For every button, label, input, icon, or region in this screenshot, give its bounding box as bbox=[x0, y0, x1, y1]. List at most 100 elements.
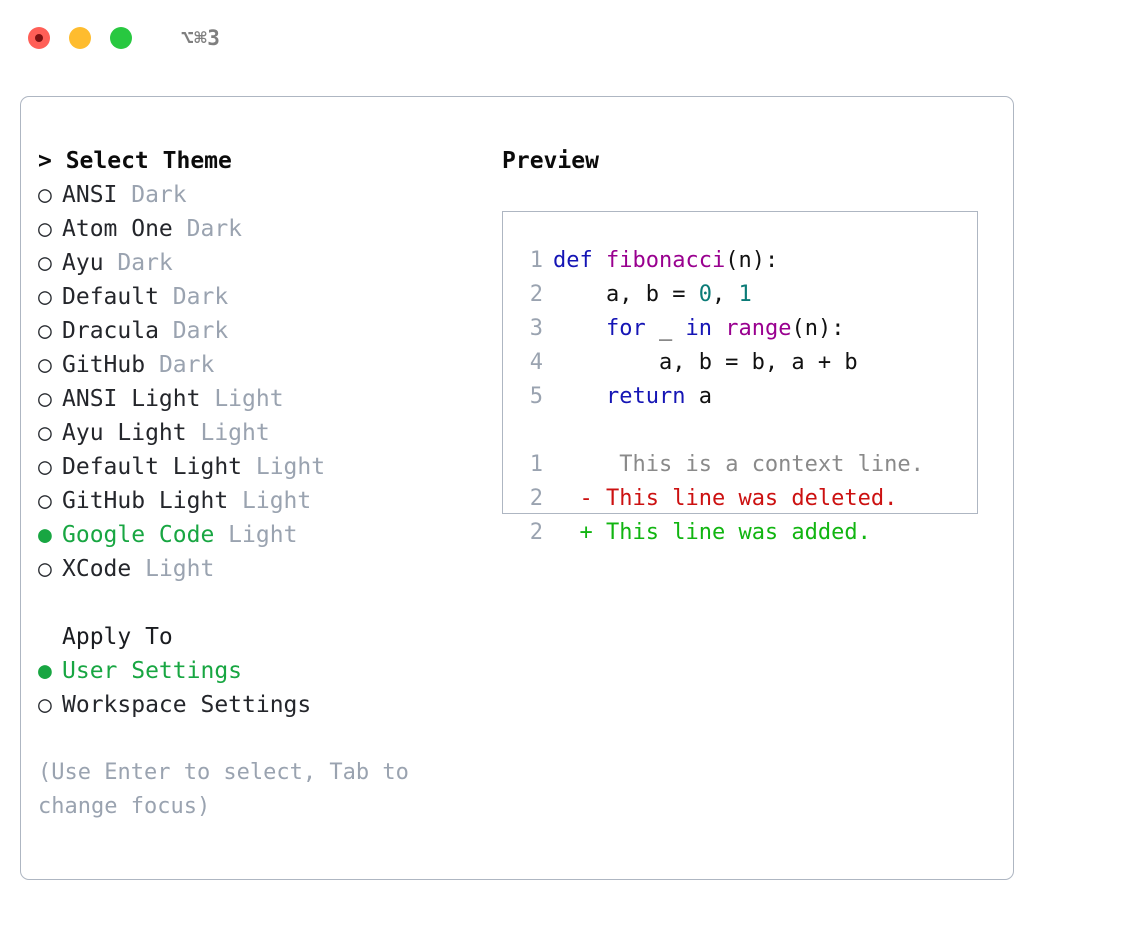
diff-sign: + bbox=[553, 520, 593, 545]
theme-list-item[interactable]: ○Atom One Dark bbox=[38, 212, 478, 246]
theme-variant-label: Light bbox=[228, 488, 312, 514]
theme-name-label: ANSI Light bbox=[62, 386, 201, 412]
line-number: 4 bbox=[529, 350, 543, 375]
theme-name-label: Google Code bbox=[62, 522, 215, 548]
code-diff-gap bbox=[517, 414, 977, 448]
code-token: (n): bbox=[791, 316, 845, 341]
theme-list-item[interactable]: ○ ANSI Dark bbox=[38, 178, 478, 212]
theme-picker-column: > Select Theme ○ANSI Dark○Atom One Dark○… bbox=[38, 144, 478, 824]
diff-sign bbox=[553, 452, 593, 477]
theme-variant-label: Dark bbox=[103, 250, 173, 276]
diff-sample: 1 This is a context line. 2 - This line w… bbox=[517, 448, 977, 550]
theme-list-item[interactable]: ○ Default Light Light bbox=[38, 450, 478, 484]
list-spacer bbox=[38, 586, 478, 620]
code-token bbox=[553, 384, 606, 409]
theme-variant-label: Light bbox=[200, 386, 284, 412]
window-controls bbox=[28, 27, 132, 49]
line-number: 5 bbox=[529, 384, 543, 409]
radio-unselected-icon: ○ bbox=[38, 454, 52, 480]
theme-variant-label: Dark bbox=[172, 216, 243, 242]
theme-list-item[interactable]: ○ ANSI Light Light bbox=[38, 382, 478, 416]
apply-to-header-marker: ○ bbox=[38, 620, 62, 654]
radio-unselected-icon: ○ bbox=[38, 386, 52, 412]
theme-list-item[interactable]: ○GitHub Dark bbox=[38, 348, 478, 382]
theme-name-label: ANSI bbox=[62, 182, 118, 208]
radio-unselected-icon: ○ bbox=[38, 488, 52, 514]
theme-variant-label: Light bbox=[186, 420, 270, 446]
theme-list: ○ANSI Dark○Atom One Dark○Ayu Dark○Defaul… bbox=[38, 178, 478, 586]
diff-text: This line was added. bbox=[592, 520, 871, 545]
code-token: a, b = bbox=[553, 282, 699, 307]
line-number: 2 bbox=[529, 282, 543, 307]
maximize-button-icon[interactable] bbox=[110, 27, 132, 49]
code-token bbox=[712, 316, 725, 341]
theme-name-label: GitHub bbox=[62, 352, 146, 378]
radio-unselected-icon: ○ bbox=[38, 692, 52, 718]
theme-name-label: Default bbox=[62, 284, 159, 310]
keyboard-shortcut-label: ⌥⌘3 bbox=[181, 25, 221, 50]
apply-to-list-item[interactable]: ● User Settings bbox=[38, 654, 478, 688]
theme-list-item[interactable]: ○Ayu Dark bbox=[38, 246, 478, 280]
code-token: a, b = b, a + b bbox=[553, 350, 858, 375]
select-theme-header: > Select Theme bbox=[38, 148, 232, 174]
keyboard-hint: (Use Enter to select, Tab to change focu… bbox=[38, 760, 409, 819]
code-line: 5 return a bbox=[517, 380, 977, 414]
code-token: (n): bbox=[725, 248, 779, 273]
theme-name-label: Ayu Light bbox=[62, 420, 187, 446]
code-line: 4 a, b = b, a + b bbox=[517, 346, 977, 380]
code-line: 2 a, b = 0, 1 bbox=[517, 278, 977, 312]
apply-to-header-label: Apply To bbox=[62, 624, 173, 650]
code-token: 1 bbox=[738, 282, 752, 307]
apply-to-label: Workspace Settings bbox=[62, 692, 312, 718]
radio-unselected-icon: ○ bbox=[38, 284, 52, 310]
theme-list-item[interactable]: ○GitHub Light Light bbox=[38, 484, 478, 518]
theme-name-label: Dracula bbox=[62, 318, 159, 344]
close-button-icon[interactable] bbox=[28, 27, 50, 49]
apply-to-header: ○Apply To bbox=[38, 620, 478, 654]
theme-list-item[interactable]: ○XCode Light bbox=[38, 552, 478, 586]
radio-selected-icon: ● bbox=[38, 658, 52, 684]
radio-unselected-icon: ○ bbox=[38, 556, 52, 582]
theme-variant-label: Dark bbox=[117, 182, 187, 208]
theme-list-item[interactable]: ○ Ayu Light Light bbox=[38, 416, 478, 450]
panel-columns: > Select Theme ○ANSI Dark○Atom One Dark○… bbox=[21, 97, 1013, 879]
theme-name-label: XCode bbox=[62, 556, 132, 582]
preview-title: Preview bbox=[502, 148, 599, 174]
diff-text: This line was deleted. bbox=[592, 486, 898, 511]
radio-unselected-icon: ○ bbox=[38, 182, 52, 208]
theme-name-label: Ayu bbox=[62, 250, 104, 276]
theme-name-label: Atom One bbox=[62, 216, 173, 242]
radio-selected-icon: ● bbox=[38, 522, 52, 548]
line-number: 1 bbox=[529, 248, 543, 273]
code-token: fibonacci bbox=[605, 248, 726, 273]
code-token: range bbox=[725, 316, 792, 341]
theme-list-item[interactable]: ● Google Code Light bbox=[38, 518, 478, 552]
apply-to-list: ● User Settings ○ Workspace Settings bbox=[38, 654, 478, 722]
code-token: return bbox=[605, 384, 686, 409]
theme-list-item[interactable]: ○ Default Dark bbox=[38, 280, 478, 314]
minimize-button-icon[interactable] bbox=[69, 27, 91, 49]
theme-list-item[interactable]: ○Dracula Dark bbox=[38, 314, 478, 348]
theme-name-label: Default Light bbox=[62, 454, 243, 480]
content-panel: > Select Theme ○ANSI Dark○Atom One Dark○… bbox=[20, 96, 1014, 880]
diff-line: 2 - This line was deleted. bbox=[517, 482, 977, 516]
radio-unselected-icon: ○ bbox=[38, 420, 52, 446]
line-number: 1 bbox=[529, 452, 543, 477]
theme-variant-label: Light bbox=[242, 454, 326, 480]
title-bar: ⌥⌘3 bbox=[0, 0, 1140, 76]
apply-to-list-item[interactable]: ○ Workspace Settings bbox=[38, 688, 478, 722]
line-number: 3 bbox=[529, 316, 543, 341]
theme-variant-label: Dark bbox=[158, 284, 229, 310]
theme-variant-label: Light bbox=[214, 522, 298, 548]
apply-to-label: User Settings bbox=[62, 658, 243, 684]
diff-text: This is a context line. bbox=[592, 452, 924, 477]
diff-sign: - bbox=[553, 486, 593, 511]
diff-line: 2 + This line was added. bbox=[517, 516, 977, 550]
code-token: for bbox=[605, 316, 646, 341]
code-token: _ bbox=[645, 316, 686, 341]
radio-unselected-icon: ○ bbox=[38, 352, 52, 378]
